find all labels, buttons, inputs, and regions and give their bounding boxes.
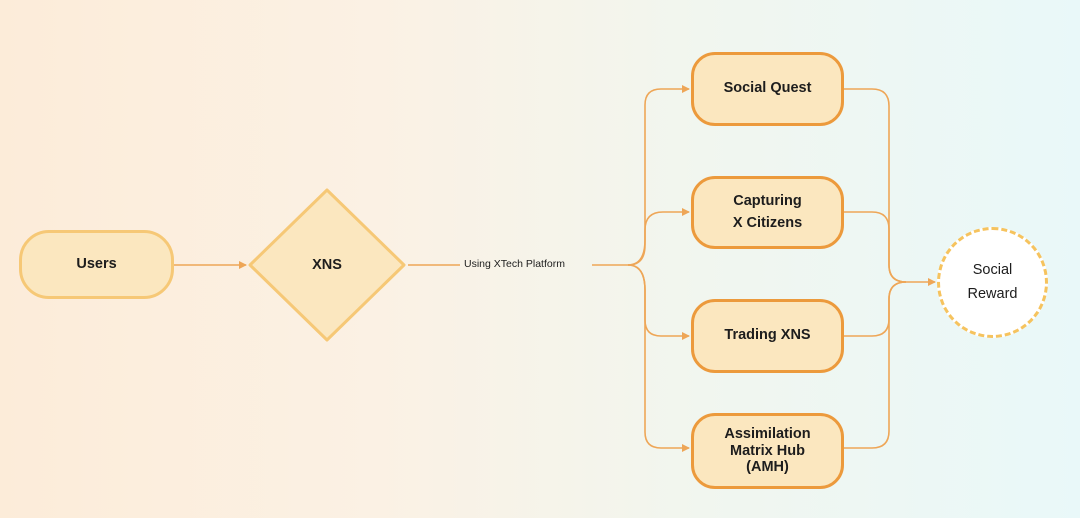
- line-social-quest-merge: [844, 88, 907, 283]
- xns-label: XNS: [312, 257, 342, 273]
- arrow-to-capturing: [627, 208, 690, 266]
- connector-label: Using XTech Platform: [464, 258, 565, 270]
- social-reward-node: Social Reward: [937, 227, 1048, 338]
- users-label: Users: [76, 255, 117, 272]
- step-label: Social Quest: [723, 80, 812, 97]
- line-capturing-merge: [844, 211, 907, 283]
- xns-decision-node: XNS: [247, 187, 407, 343]
- step-label: Assimilation Matrix Hub (AMH): [724, 425, 811, 476]
- step-trading-xns: Trading XNS: [691, 299, 844, 373]
- line-amh-merge: [844, 281, 907, 449]
- line-trading-merge: [844, 281, 907, 337]
- users-node: Users: [19, 230, 174, 299]
- reward-label: Social Reward: [967, 262, 1018, 302]
- step-label: Capturing X Citizens: [732, 193, 803, 231]
- step-capturing-x-citizens: Capturing X Citizens: [691, 176, 844, 249]
- arrow-to-amh: [627, 264, 690, 452]
- step-assimilation-matrix-hub: Assimilation Matrix Hub (AMH): [691, 413, 844, 489]
- step-social-quest: Social Quest: [691, 52, 844, 126]
- arrow-to-trading: [627, 264, 690, 340]
- xns-diamond-shape: [248, 188, 406, 342]
- step-label: Trading XNS: [724, 327, 811, 344]
- arrow-to-social-quest: [627, 85, 690, 266]
